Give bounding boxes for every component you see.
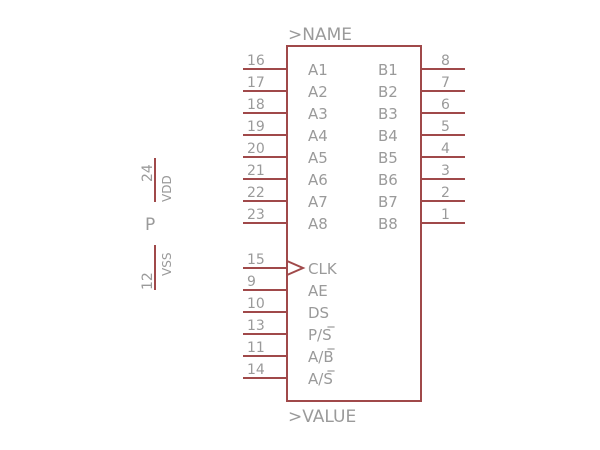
left-pin-name: A/B — [308, 348, 334, 366]
power-block: 24 VDD P 12 VSS — [140, 158, 174, 290]
right-pin-name: B7 — [378, 193, 398, 211]
left-pin-number: 16 — [247, 53, 265, 69]
left-pin-number: 21 — [247, 163, 265, 179]
right-pin-name: B2 — [378, 83, 398, 101]
vdd-pin-name: VDD — [160, 175, 174, 202]
left-pin-name: A4 — [308, 127, 328, 145]
left-pin-number: 14 — [247, 362, 265, 378]
right-pin-group: 8B1 7B2 6B3 5B4 4B5 3B6 2B7 1B8 — [378, 53, 465, 233]
right-pin-number: 6 — [441, 97, 450, 113]
left-pin-name: A1 — [308, 61, 328, 79]
right-pin-number: 8 — [441, 53, 450, 69]
right-pin-name: B6 — [378, 171, 398, 189]
right-pin-name: B4 — [378, 127, 398, 145]
left-pin-number: 18 — [247, 97, 265, 113]
left-pin-number: 10 — [247, 296, 265, 312]
left-pin-name: A2 — [308, 83, 328, 101]
left-pin-number: 20 — [247, 141, 265, 157]
left-pin-number: 17 — [247, 75, 265, 91]
power-part-label: P — [145, 215, 155, 235]
vss-pin-number: 12 — [140, 272, 156, 290]
left-pin-name: P/S — [308, 326, 332, 344]
left-pin-name: DS — [308, 304, 329, 322]
vdd-pin-number: 24 — [140, 164, 156, 182]
left-pin-name: A6 — [308, 171, 328, 189]
right-pin-number: 1 — [441, 207, 450, 223]
left-pin-name: AE — [308, 282, 328, 300]
right-pin-name: B3 — [378, 105, 398, 123]
part-name-label: >NAME — [288, 25, 352, 45]
right-pin-name: B8 — [378, 215, 398, 233]
clock-triangle-icon — [286, 260, 306, 276]
left-pin-name: CLK — [308, 260, 338, 278]
vss-pin-name: VSS — [160, 253, 174, 276]
right-pin-number: 5 — [441, 119, 450, 135]
left-pin-number: 23 — [247, 207, 265, 223]
left-pin-name: A/S — [308, 370, 333, 388]
left-pin-number: 9 — [247, 274, 256, 290]
right-pin-name: B5 — [378, 149, 398, 167]
right-pin-number: 3 — [441, 163, 450, 179]
left-pin-name: A8 — [308, 215, 328, 233]
left-pin-name: A5 — [308, 149, 328, 167]
left-pin-number: 22 — [247, 185, 265, 201]
left-pin-number: 15 — [247, 252, 265, 268]
left-pin-name: A3 — [308, 105, 328, 123]
part-value-label: >VALUE — [288, 407, 356, 427]
left-pin-number: 11 — [247, 340, 265, 356]
left-pin-number: 13 — [247, 318, 265, 334]
right-pin-number: 7 — [441, 75, 450, 91]
left-pin-number: 19 — [247, 119, 265, 135]
left-pin-name: A7 — [308, 193, 328, 211]
right-pin-name: B1 — [378, 61, 398, 79]
right-pin-number: 2 — [441, 185, 450, 201]
right-pin-number: 4 — [441, 141, 450, 157]
